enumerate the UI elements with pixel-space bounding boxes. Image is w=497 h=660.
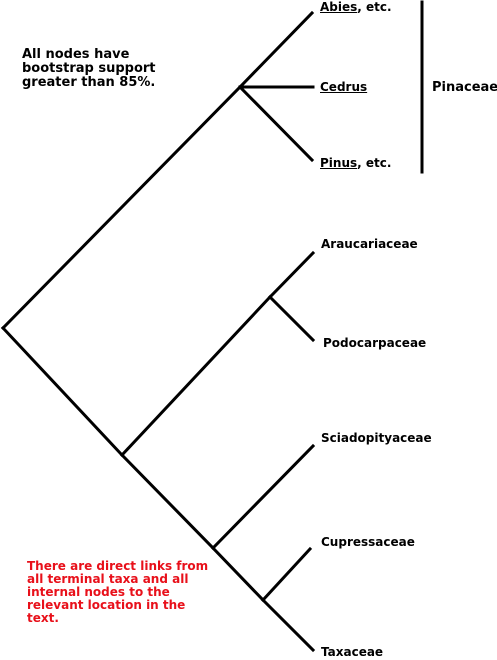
branch-araucarian-clade[interactable]: [119, 294, 273, 458]
branch-root-pinaceae[interactable]: [0, 84, 243, 331]
branch-root-lower-clade[interactable]: [0, 325, 125, 458]
taxon-podocarpaceae[interactable]: Podocarpaceae: [323, 336, 427, 350]
branch-araucariaceae[interactable]: [267, 250, 316, 300]
abies-link[interactable]: Abies: [320, 0, 358, 14]
branch-taxaceae[interactable]: [260, 597, 316, 653]
branch-pinus[interactable]: [237, 84, 315, 163]
links-note: There are direct links from all terminal…: [27, 559, 209, 625]
cedrus-link[interactable]: Cedrus: [320, 80, 368, 94]
pinus-suffix: , etc.: [357, 156, 392, 170]
taxon-araucariaceae[interactable]: Araucariaceae: [321, 237, 418, 251]
abies-suffix: , etc.: [357, 0, 392, 14]
branch-cupressaceae-taxaceae[interactable]: [210, 545, 266, 603]
taxon-pinus: Pinus, etc.: [320, 156, 391, 170]
taxon-cedrus: Cedrus: [320, 80, 367, 94]
taxon-taxaceae[interactable]: Taxaceae: [321, 645, 384, 659]
family-label-pinaceae: Pinaceae: [432, 80, 497, 95]
branch-sciadopityaceae[interactable]: [210, 443, 316, 551]
branch-abies[interactable]: [237, 10, 315, 90]
bootstrap-note: All nodes have bootstrap support greater…: [22, 47, 156, 91]
taxon-sciadopityaceae[interactable]: Sciadopityaceae: [321, 431, 432, 445]
taxon-cupressaceae[interactable]: Cupressaceae: [321, 535, 415, 549]
pinus-link[interactable]: Pinus: [320, 156, 358, 170]
branch-podocarpaceae[interactable]: [267, 294, 316, 343]
taxon-abies: Abies, etc.: [320, 0, 392, 14]
branch-cupressophyte-clade[interactable]: [119, 452, 216, 551]
branch-cupressaceae[interactable]: [260, 546, 313, 603]
